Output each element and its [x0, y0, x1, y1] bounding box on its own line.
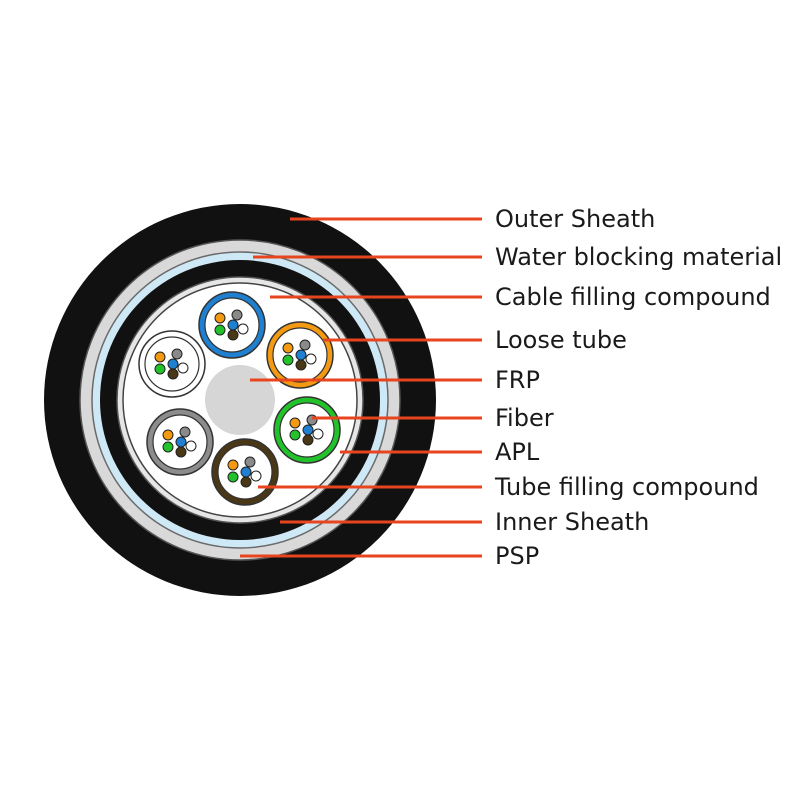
fiber-3-in-tube-blue	[227, 319, 239, 331]
fiber-2-in-tube-orange	[299, 339, 311, 351]
fiber-3-in-tube-gray	[175, 436, 187, 448]
fiber-4-in-tube-blue	[214, 324, 226, 336]
fiber-5-in-tube-brown	[240, 476, 252, 488]
fiber-6-in-tube-brown	[250, 470, 262, 482]
loose-tube-blue	[198, 291, 266, 359]
fiber-2-in-tube-brown	[244, 456, 256, 468]
fiber-1-in-tube-brown	[227, 459, 239, 471]
label-apl: APL	[495, 438, 540, 466]
fiber-4-in-tube-white	[154, 363, 166, 375]
fiber-1-in-tube-gray	[162, 429, 174, 441]
fiber-6-in-tube-gray	[185, 440, 197, 452]
fiber-3-in-tube-white	[167, 358, 179, 370]
fiber-1-in-tube-white	[154, 351, 166, 363]
fiber-3-in-tube-orange	[295, 349, 307, 361]
fiber-2-in-tube-blue	[231, 309, 243, 321]
label-tube-filling-compound: Tube filling compound	[494, 473, 759, 501]
fiber-2-in-tube-gray	[179, 426, 191, 438]
label-cable-filling-compound: Cable filling compound	[495, 283, 771, 311]
fiber-5-in-tube-green	[302, 434, 314, 446]
fiber-6-in-tube-green	[312, 428, 324, 440]
fiber-5-in-tube-gray	[175, 446, 187, 458]
fiber-5-in-tube-blue	[227, 329, 239, 341]
fiber-3-in-tube-green	[302, 424, 314, 436]
label-psp: PSP	[495, 542, 539, 570]
loose-tube-gray	[146, 408, 214, 476]
fiber-5-in-tube-white	[167, 368, 179, 380]
fiber-6-in-tube-blue	[237, 323, 249, 335]
fiber-3-in-tube-brown	[240, 466, 252, 478]
label-fiber: Fiber	[495, 404, 554, 432]
fiber-1-in-tube-orange	[282, 342, 294, 354]
fiber-6-in-tube-orange	[305, 353, 317, 365]
fiber-6-in-tube-white	[177, 362, 189, 374]
leader-lines-group	[240, 217, 482, 558]
loose-tube-green	[273, 396, 341, 464]
label-inner-sheath: Inner Sheath	[495, 508, 649, 536]
label-loose-tube: Loose tube	[495, 326, 627, 354]
fiber-4-in-tube-gray	[162, 441, 174, 453]
label-water-blocking-material: Water blocking material	[495, 243, 782, 271]
fiber-4-in-tube-orange	[282, 354, 294, 366]
fiber-1-in-tube-blue	[214, 312, 226, 324]
label-frp: FRP	[495, 366, 540, 394]
frp-core	[205, 365, 275, 435]
loose-tube-white	[138, 330, 206, 398]
fiber-1-in-tube-green	[289, 417, 301, 429]
fiber-2-in-tube-white	[171, 348, 183, 360]
loose-tube-brown	[211, 438, 279, 506]
fiber-5-in-tube-orange	[295, 359, 307, 371]
loose-tube-orange	[266, 321, 334, 389]
fiber-4-in-tube-brown	[227, 471, 239, 483]
label-outer-sheath: Outer Sheath	[495, 205, 655, 233]
fiber-4-in-tube-green	[289, 429, 301, 441]
